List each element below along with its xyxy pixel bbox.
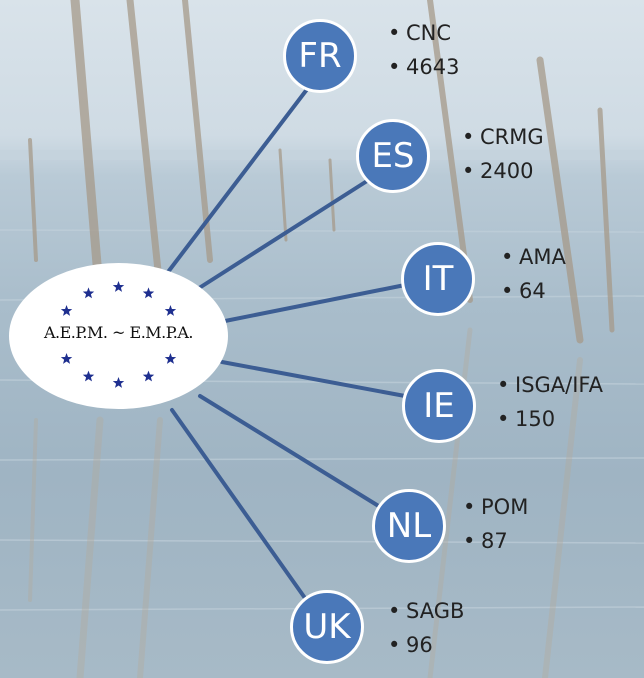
country-node-es: ES bbox=[356, 119, 430, 193]
connector-nl bbox=[198, 394, 387, 512]
country-node-it: IT bbox=[401, 242, 475, 316]
country-info-uk: •SAGB •96 bbox=[388, 599, 465, 657]
country-info-fr: •CNC •4643 bbox=[388, 21, 460, 79]
country-info-ie: •ISGA/IFA •150 bbox=[497, 373, 603, 431]
org-name: ISGA/IFA bbox=[515, 373, 603, 397]
star-icon bbox=[60, 305, 73, 316]
member-count: 4643 bbox=[406, 55, 460, 79]
org-name: CRMG bbox=[480, 125, 544, 149]
member-count: 64 bbox=[519, 279, 546, 303]
member-count: 96 bbox=[406, 633, 433, 657]
connector-it bbox=[218, 283, 407, 324]
aepm-logo: A.E.P.M. ~ E.M.P.A. bbox=[9, 263, 228, 409]
org-name: SAGB bbox=[406, 599, 465, 623]
star-icon bbox=[82, 287, 95, 299]
star-icon bbox=[164, 353, 177, 364]
country-info-it: •AMA •64 bbox=[501, 245, 566, 303]
country-node-uk: UK bbox=[290, 590, 364, 664]
connector-fr bbox=[166, 86, 310, 274]
star-icon bbox=[82, 370, 95, 382]
connector-ie bbox=[220, 360, 407, 398]
star-icon bbox=[142, 370, 155, 382]
eu-stars-icon bbox=[60, 281, 177, 388]
horizon-band bbox=[0, 150, 644, 160]
org-name: CNC bbox=[406, 21, 452, 45]
country-node-ie: IE bbox=[402, 369, 476, 443]
star-icon bbox=[112, 281, 125, 292]
connector-uk bbox=[170, 408, 314, 610]
country-info-nl: •POM •87 bbox=[463, 495, 529, 553]
member-count: 2400 bbox=[480, 159, 534, 183]
wooden-stakes bbox=[28, 0, 615, 344]
star-icon bbox=[60, 353, 73, 364]
star-icon bbox=[164, 305, 177, 316]
logo-text: A.E.P.M. ~ E.M.P.A. bbox=[43, 323, 194, 342]
org-name: POM bbox=[481, 495, 529, 519]
member-count: 87 bbox=[481, 529, 508, 553]
country-info-es: •CRMG •2400 bbox=[462, 125, 544, 183]
connector-es bbox=[194, 172, 380, 292]
country-node-nl: NL bbox=[372, 489, 446, 563]
star-icon bbox=[112, 377, 125, 388]
org-name: AMA bbox=[519, 245, 566, 269]
connector-lines bbox=[166, 86, 407, 610]
country-node-fr: FR bbox=[283, 19, 357, 93]
star-icon bbox=[142, 287, 155, 299]
member-count: 150 bbox=[515, 407, 556, 431]
